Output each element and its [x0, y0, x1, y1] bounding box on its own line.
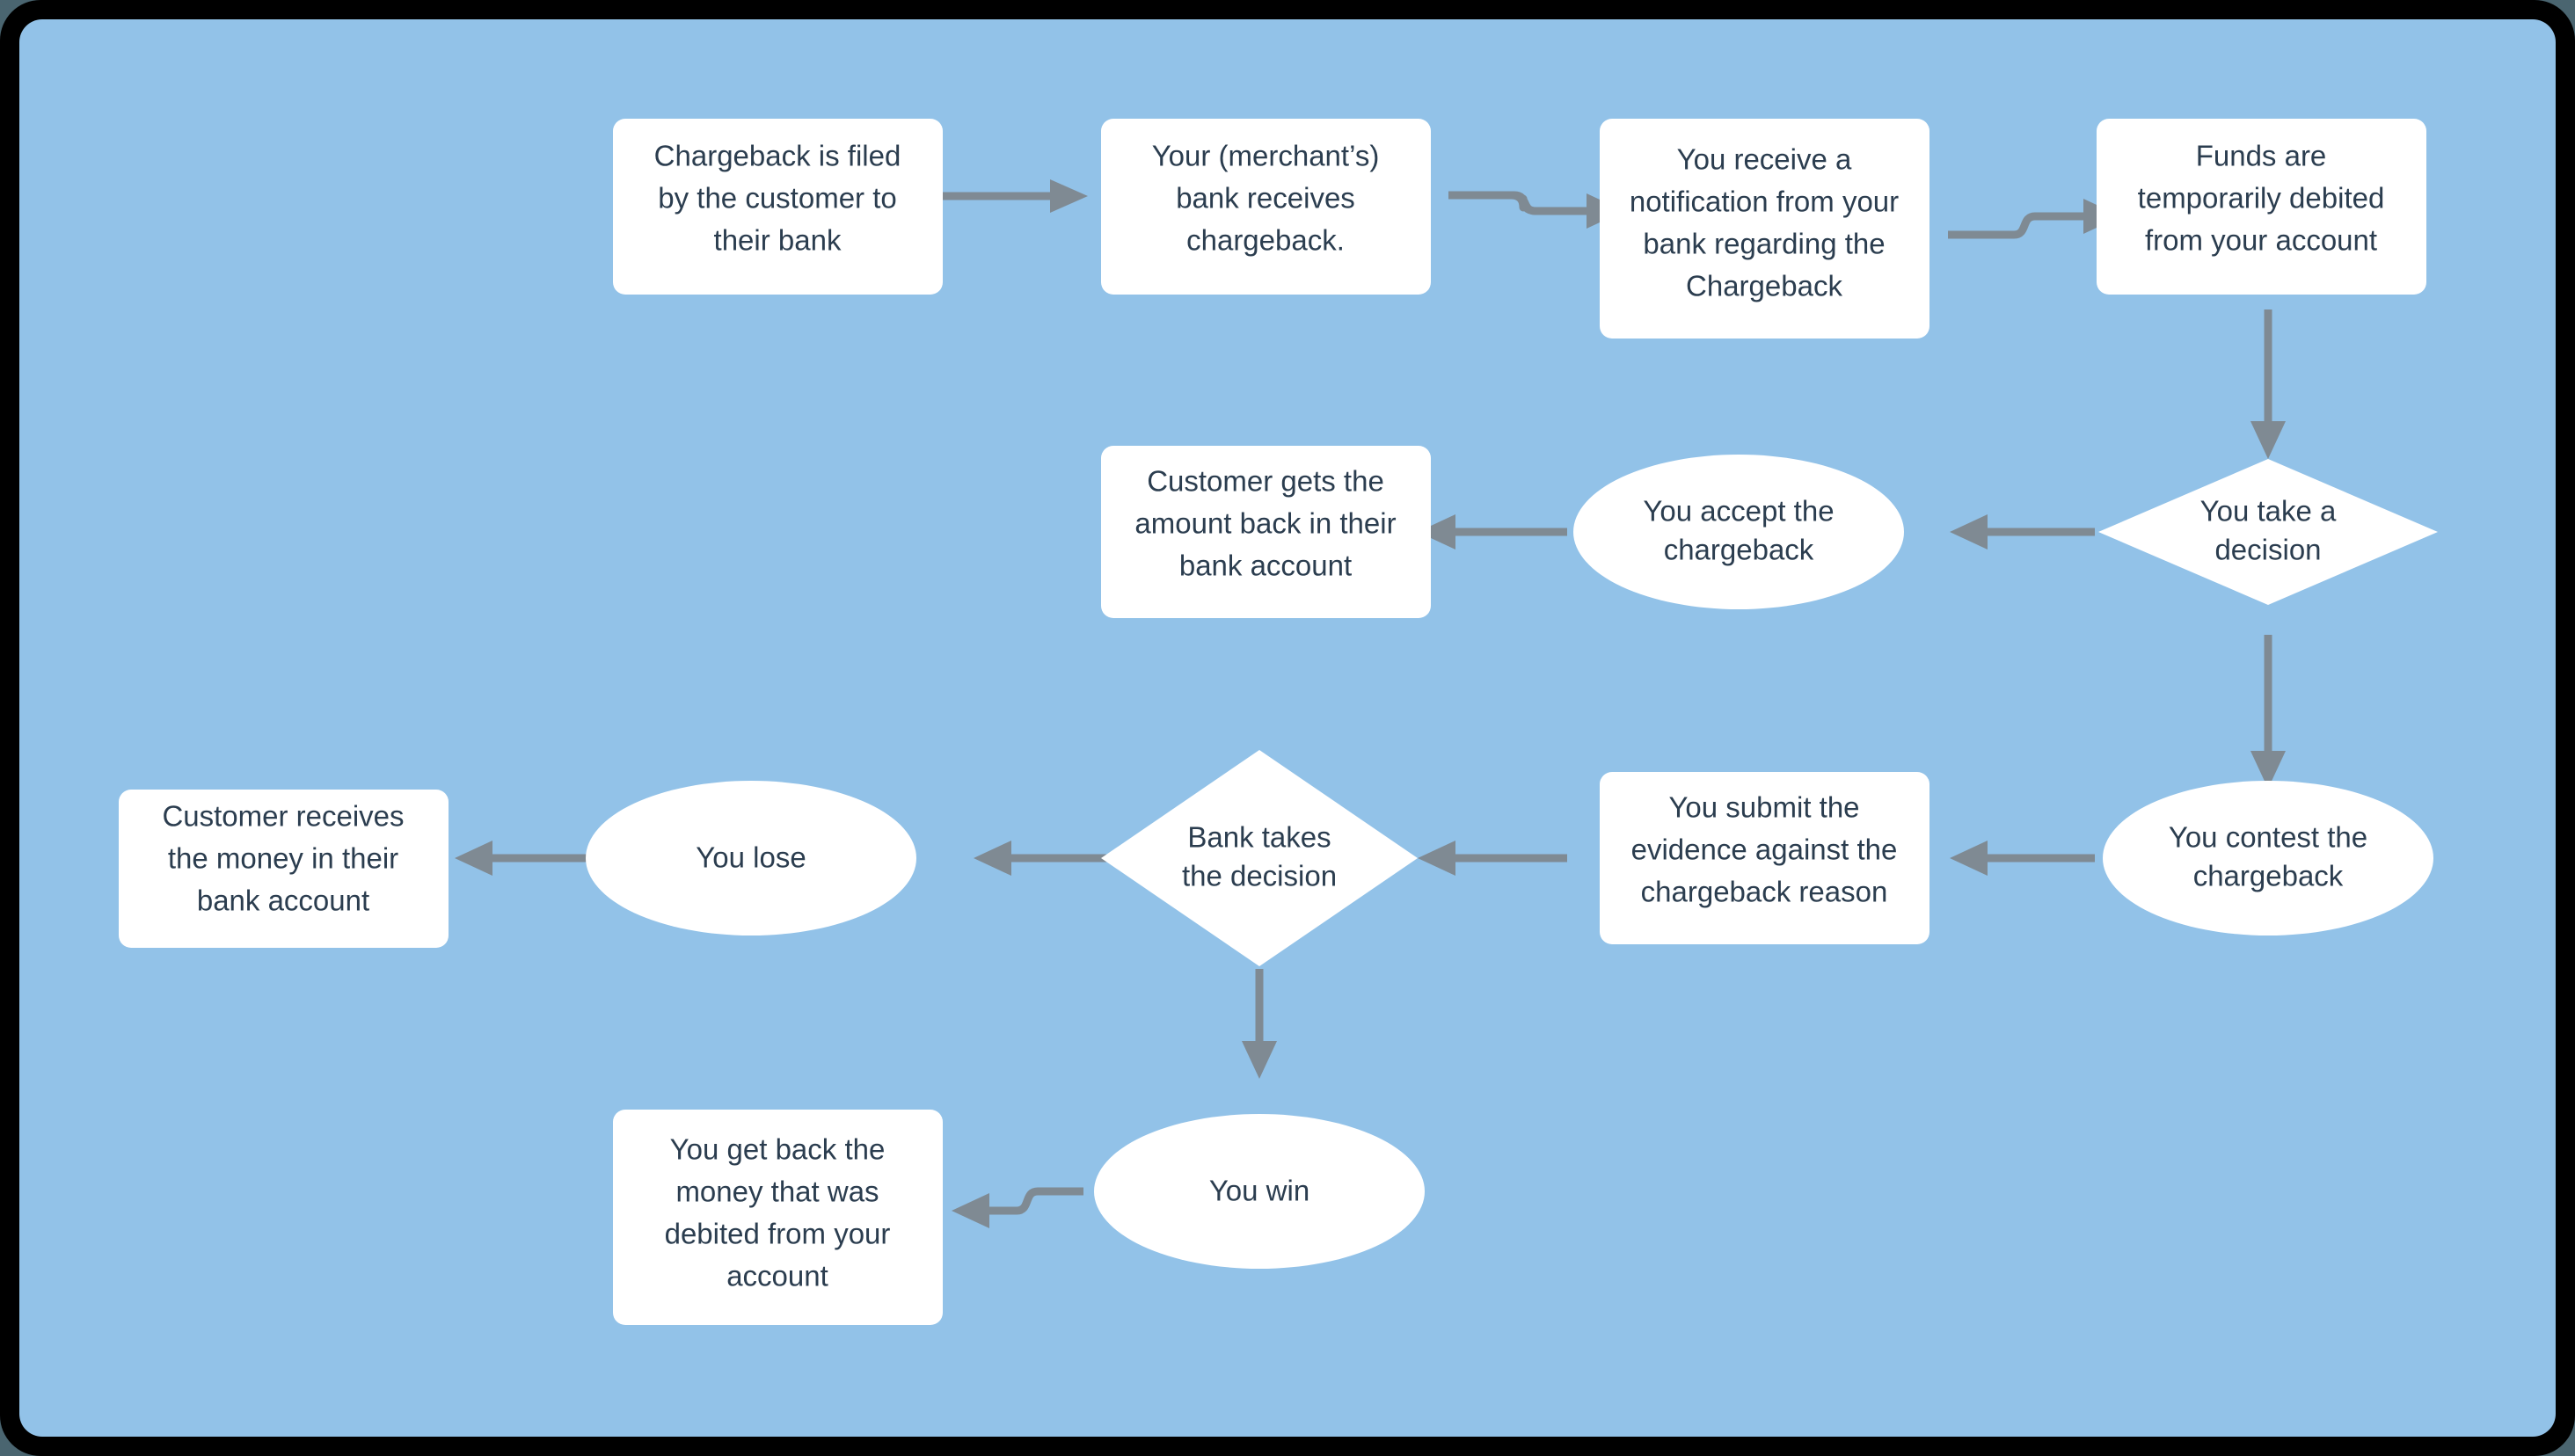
node-label-line: Customer receives: [162, 800, 404, 833]
node-label-line: You receive a: [1677, 143, 1852, 176]
flowchart-svg: Chargeback is filed by the customer to t…: [119, 119, 2438, 1325]
node-label-line: bank receives: [1176, 182, 1355, 215]
node-label-line: You submit the: [1668, 791, 1859, 824]
edge-n8-to-n9: [1950, 841, 2095, 876]
node-shape-rect: [1600, 772, 1929, 944]
node-label-line: notification from your: [1630, 186, 1899, 218]
node-receive-notification[interactable]: You receive a notification from your ban…: [1600, 119, 1929, 339]
edge-n5-to-n6: [1950, 514, 2095, 550]
node-shape-rect: [613, 119, 943, 295]
node-shape-rect: [1600, 119, 1929, 339]
node-label-line: You take a: [2200, 495, 2337, 528]
node-shape-rect: [2097, 119, 2426, 295]
node-label-line: the money in their: [168, 842, 398, 875]
node-label-line: money that was: [675, 1176, 879, 1208]
node-label-line: You contest the: [2169, 821, 2367, 854]
node-label-line: bank account: [1179, 550, 1352, 582]
node-label-line: chargeback.: [1186, 224, 1345, 257]
edges-layer: [455, 179, 2286, 1228]
node-label-line: You lose: [696, 841, 806, 874]
node-you-take-a-decision[interactable]: You take a decision: [2098, 459, 2438, 605]
node-label-line: bank account: [197, 885, 369, 917]
edge-n10-to-n11: [974, 841, 1123, 876]
node-label-line: bank regarding the: [1643, 228, 1885, 260]
node-chargeback-filed[interactable]: Chargeback is filed by the customer to t…: [613, 119, 943, 295]
node-label-line: You accept the: [1643, 495, 1834, 528]
edge-n9-to-n10: [1418, 841, 1567, 876]
node-bank-takes-decision[interactable]: Bank takes the decision: [1101, 750, 1418, 966]
node-label-line: their bank: [714, 224, 842, 257]
node-shape-rect: [1101, 119, 1431, 295]
node-label-line: Bank takes: [1187, 821, 1331, 854]
node-label-line: by the customer to: [658, 182, 896, 215]
edge-n4-to-n5: [2250, 309, 2286, 459]
node-label-line: You get back the: [670, 1133, 886, 1166]
node-customer-receives-money[interactable]: Customer receives the money in their ban…: [119, 790, 449, 948]
node-accept-chargeback[interactable]: You accept the chargeback: [1573, 455, 1904, 609]
node-label-line: from your account: [2145, 224, 2377, 257]
nodes-layer: Chargeback is filed by the customer to t…: [119, 119, 2438, 1325]
node-shape-ellipse: [1094, 1114, 1425, 1269]
node-submit-evidence[interactable]: You submit the evidence against the char…: [1600, 772, 1929, 944]
node-label-line: decision: [2214, 534, 2321, 566]
node-shape-ellipse: [586, 781, 916, 935]
node-label-line: the decision: [1182, 860, 1337, 892]
node-label-line: chargeback: [1664, 534, 1814, 566]
node-label-line: debited from your: [665, 1218, 891, 1250]
edge-n3-to-n4: [1948, 199, 2121, 239]
edge-n6-to-n7: [1418, 514, 1567, 550]
node-label-line: temporarily debited: [2138, 182, 2385, 215]
node-you-lose[interactable]: You lose: [586, 781, 916, 935]
node-label-line: Customer gets the: [1147, 465, 1384, 498]
node-contest-chargeback[interactable]: You contest the chargeback: [2103, 781, 2433, 935]
node-shape-diamond: [2098, 459, 2438, 605]
edge-n5-to-n8: [2250, 635, 2286, 789]
node-label-line: chargeback: [2193, 860, 2344, 892]
node-shape-rect: [613, 1110, 943, 1325]
node-shape-rect: [1101, 446, 1431, 618]
node-customer-gets-amount-back[interactable]: Customer gets the amount back in their b…: [1101, 446, 1431, 618]
node-shape-ellipse: [2103, 781, 2433, 935]
edge-n1-to-n2: [925, 179, 1088, 213]
node-shape-diamond: [1101, 750, 1418, 966]
node-shape-ellipse: [1573, 455, 1904, 609]
node-label-line: Chargeback is filed: [654, 140, 901, 172]
node-label-line: Your (merchant’s): [1152, 140, 1380, 172]
node-label-line: Chargeback: [1686, 270, 1842, 302]
node-label-line: chargeback reason: [1641, 876, 1888, 908]
node-label-line: Funds are: [2196, 140, 2327, 172]
edge-n13-to-n14: [952, 1187, 1083, 1228]
node-label-line: amount back in their: [1134, 507, 1396, 540]
node-funds-debited[interactable]: Funds are temporarily debited from your …: [2097, 119, 2426, 295]
node-bank-receives-chargeback[interactable]: Your (merchant’s) bank receives chargeba…: [1101, 119, 1431, 295]
diagram-canvas: Chargeback is filed by the customer to t…: [19, 19, 2556, 1437]
node-get-back-money[interactable]: You get back the money that was debited …: [613, 1110, 943, 1325]
node-shape-rect: [119, 790, 449, 948]
node-you-win[interactable]: You win: [1094, 1114, 1425, 1269]
node-label-line: evidence against the: [1631, 834, 1898, 866]
edge-n11-to-n12: [455, 841, 600, 876]
edge-n10-to-n13: [1242, 969, 1277, 1079]
edge-n2-to-n3: [1448, 191, 1624, 229]
node-label-line: You win: [1209, 1175, 1309, 1207]
node-label-line: account: [726, 1260, 828, 1292]
